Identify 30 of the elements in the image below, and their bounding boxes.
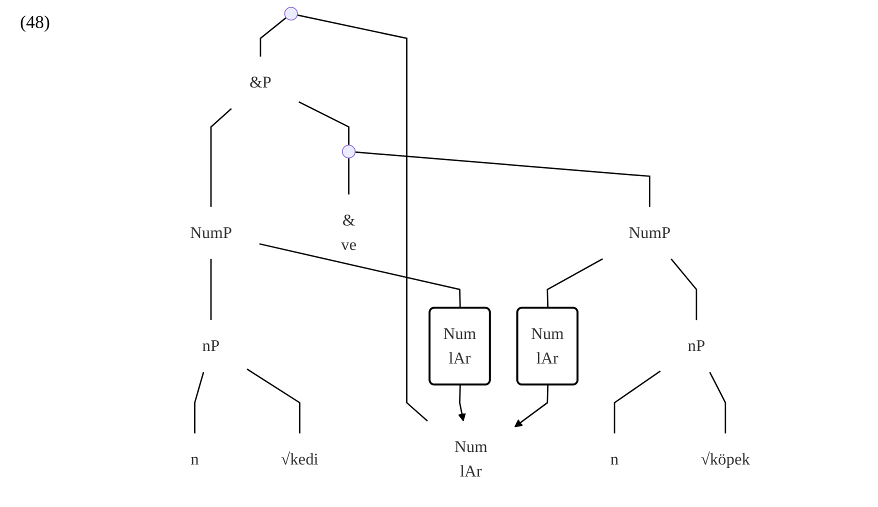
- node-text: √kedi: [281, 450, 318, 468]
- node-text: √köpek: [700, 450, 750, 468]
- node-text: n: [190, 450, 199, 468]
- connector: [260, 17, 287, 57]
- connector: [709, 372, 726, 434]
- connector: [246, 368, 300, 434]
- node-text: NumP: [628, 223, 671, 242]
- connector: [210, 258, 212, 320]
- node-text: Num lAr: [454, 437, 488, 480]
- arrow: [458, 384, 466, 422]
- connector: [348, 158, 350, 194]
- connector: [297, 14, 428, 422]
- connector: [210, 108, 232, 207]
- node-text: NumP: [190, 223, 232, 242]
- node-text: &P: [250, 73, 272, 92]
- node-text: n: [610, 450, 619, 468]
- connector: [259, 243, 461, 308]
- example-number: (48): [20, 12, 50, 33]
- node-text: & ve: [341, 210, 357, 254]
- connector: [670, 258, 698, 320]
- connector: [546, 258, 603, 308]
- connector: [194, 372, 204, 434]
- node-point: [342, 144, 356, 158]
- connector: [298, 101, 350, 146]
- connector: [614, 370, 661, 434]
- node-point: [284, 6, 298, 21]
- connector: [355, 151, 650, 207]
- node-text: nP: [202, 336, 220, 355]
- node-text: nP: [688, 336, 706, 355]
- arrow: [514, 384, 549, 428]
